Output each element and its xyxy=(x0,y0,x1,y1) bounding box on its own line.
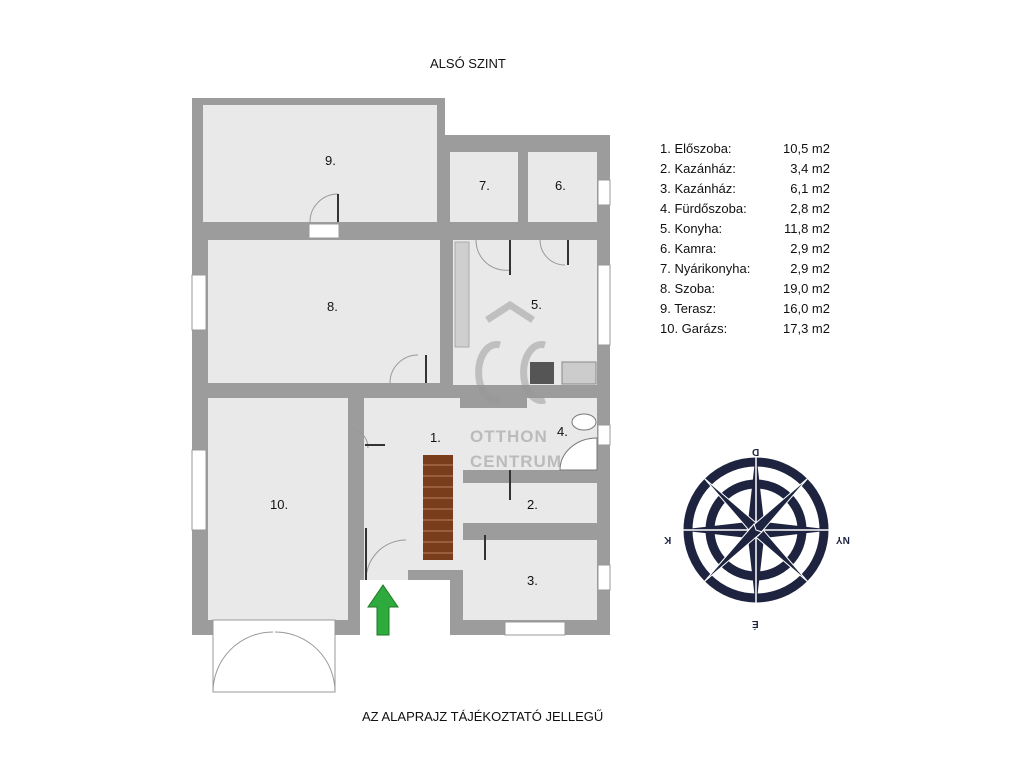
legend-area: 11,8 m2 xyxy=(783,221,830,236)
legend-row: 7. Nyárikonyha: 2,9 m2 xyxy=(660,259,830,279)
stairs xyxy=(423,455,453,560)
legend-row: 6. Kamra: 2,9 m2 xyxy=(660,239,830,259)
disclaimer-footer: AZ ALAPRAJZ TÁJÉKOZTATÓ JELLEGŰ xyxy=(362,709,604,724)
legend-area: 19,0 m2 xyxy=(783,281,830,296)
legend-area: 2,9 m2 xyxy=(790,261,830,276)
legend-area: 10,5 m2 xyxy=(783,141,830,156)
room-label-5: 5. xyxy=(531,297,542,312)
legend-room: 3. Kazánház: xyxy=(660,181,736,196)
room-label-8: 8. xyxy=(327,299,338,314)
room-2 xyxy=(463,483,597,523)
room-label-1: 1. xyxy=(430,430,441,445)
legend-row: 8. Szoba: 19,0 m2 xyxy=(660,279,830,299)
legend-area: 6,1 m2 xyxy=(790,181,830,196)
legend-room: 4. Fürdőszoba: xyxy=(660,201,747,216)
room-label-6: 6. xyxy=(555,178,566,193)
legend-room: 7. Nyárikonyha: xyxy=(660,261,751,276)
legend-area: 2,8 m2 xyxy=(790,201,830,216)
toilet xyxy=(571,413,597,431)
room-label-3: 3. xyxy=(527,573,538,588)
legend-room: 10. Garázs: xyxy=(660,321,728,336)
legend-row: 10. Garázs: 17,3 m2 xyxy=(660,319,830,339)
compass-rose-icon xyxy=(678,452,834,608)
compass-label-top: D xyxy=(752,446,760,457)
room-label-9: 9. xyxy=(325,153,336,168)
window xyxy=(191,449,207,531)
legend-area: 16,0 m2 xyxy=(783,301,830,316)
window xyxy=(597,179,611,206)
watermark-line1: OTTHON xyxy=(470,427,548,446)
entrance-arrow-icon xyxy=(367,584,399,636)
shower xyxy=(559,437,598,471)
legend-row: 9. Terasz: 16,0 m2 xyxy=(660,299,830,319)
legend-room: 8. Szoba: xyxy=(660,281,715,296)
stove xyxy=(530,362,554,384)
legend-room: 1. Előszoba: xyxy=(660,141,732,156)
legend-row: 5. Konyha: 11,8 m2 xyxy=(660,219,830,239)
window xyxy=(308,223,340,239)
compass-label-bottom: É xyxy=(752,618,759,629)
window xyxy=(597,564,611,591)
legend-row: 2. Kazánház: 3,4 m2 xyxy=(660,159,830,179)
room-label-2: 2. xyxy=(527,497,538,512)
room-8 xyxy=(208,240,440,383)
legend-room: 5. Konyha: xyxy=(660,221,723,236)
room-label-4: 4. xyxy=(557,424,568,439)
room-9 xyxy=(203,105,437,222)
room-10 xyxy=(208,398,348,620)
kitchen-cabinet xyxy=(454,241,470,348)
legend-room: 6. Kamra: xyxy=(660,241,717,256)
window xyxy=(504,621,566,636)
garage-door xyxy=(212,619,336,693)
legend-row: 1. Előszoba: 10,5 m2 xyxy=(660,139,830,159)
room-7 xyxy=(450,152,518,222)
room-label-7: 7. xyxy=(479,178,490,193)
compass-label-left: K xyxy=(664,534,672,545)
legend-room: 2. Kazánház: xyxy=(660,161,736,176)
legend-row: 3. Kazánház: 6,1 m2 xyxy=(660,179,830,199)
compass-label-right: NY xyxy=(836,534,850,545)
watermark-logo xyxy=(475,300,546,404)
legend-room: 9. Terasz: xyxy=(660,301,717,316)
watermark-line2: CENTRUM xyxy=(470,452,562,471)
legend-area: 17,3 m2 xyxy=(783,321,830,336)
window xyxy=(597,424,611,446)
room-6 xyxy=(528,152,597,222)
window xyxy=(597,264,611,346)
legend-area: 2,9 m2 xyxy=(790,241,830,256)
room-area-legend: 1. Előszoba: 10,5 m2 2. Kazánház: 3,4 m2 3… xyxy=(660,139,830,339)
plan-title: ALSÓ SZINT xyxy=(430,56,506,71)
room-label-10: 10. xyxy=(270,497,289,512)
sink xyxy=(561,361,597,385)
legend-area: 3,4 m2 xyxy=(790,161,830,176)
window xyxy=(191,274,207,331)
legend-row: 4. Fürdőszoba: 2,8 m2 xyxy=(660,199,830,219)
